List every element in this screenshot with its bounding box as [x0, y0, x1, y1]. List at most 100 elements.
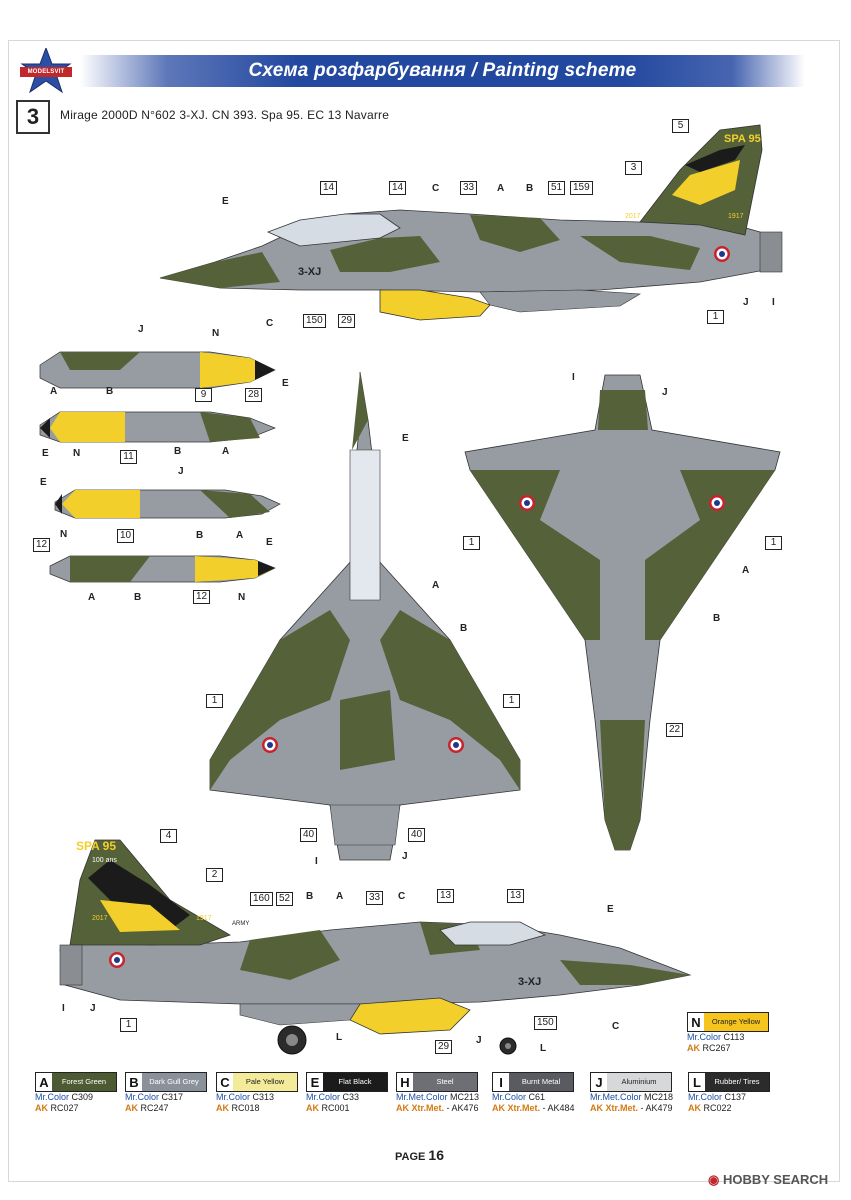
paint-name: Rubber/ Tires — [705, 1073, 769, 1091]
tank-1 — [39, 351, 276, 389]
tail-year-left: 2017 — [625, 213, 641, 220]
paint-name: Forest Green — [52, 1073, 116, 1091]
paint-ref: A — [497, 183, 505, 194]
callout-1-lower: 1 — [120, 1018, 137, 1032]
paint-ref: E — [40, 477, 47, 488]
paint-code: C137 — [722, 1092, 747, 1102]
paint-code-line: AK Xtr.Met. - AK484 — [492, 1103, 592, 1114]
callout-5: 5 — [672, 119, 689, 133]
callout-40-right: 40 — [408, 828, 426, 842]
callout-14b: 14 — [389, 181, 407, 195]
paint-code-line: AK RC247 — [125, 1103, 225, 1114]
paint-ref: I — [62, 1003, 65, 1014]
paint-brand: Mr.Color — [492, 1092, 527, 1102]
callout-33-lower: 33 — [366, 891, 384, 905]
paint-ref: A — [432, 580, 440, 591]
paint-name: Pale Yellow — [233, 1073, 297, 1091]
paint-ref: E — [402, 433, 409, 444]
callout-33: 33 — [460, 181, 478, 195]
paint-letter: E — [307, 1073, 323, 1091]
side-view-top: 3-XJ SPA 95 2017 1917 — [159, 124, 783, 321]
paint-ref: E — [266, 537, 273, 548]
paint-letter: I — [493, 1073, 509, 1091]
tank-4 — [49, 555, 276, 583]
paint-ref: C — [398, 891, 406, 902]
paint-brand: Mr.Met.Color — [396, 1092, 448, 1102]
paint-code: RC001 — [319, 1103, 350, 1113]
paint-name: Dark Gull Grey — [142, 1073, 206, 1091]
side-view-bottom: 3-XJ SPA 95 100 ans 2017 1917 ARMY — [59, 839, 692, 1055]
paint-ref: J — [662, 387, 668, 398]
paint-ref: C — [266, 318, 274, 329]
paint-ref: J — [402, 851, 408, 862]
callout-13b: 13 — [507, 889, 525, 903]
paint-code-line: Mr.Color C317 — [125, 1092, 225, 1103]
bottom-view — [464, 374, 781, 851]
paint-brand: Mr.Color — [687, 1032, 722, 1042]
callout-51: 51 — [548, 181, 566, 195]
paint-letter: L — [689, 1073, 705, 1091]
paint-ref: B — [713, 613, 721, 624]
paint-name: Steel — [413, 1073, 477, 1091]
paint-letter: C — [217, 1073, 233, 1091]
callout-1-topview-left: 1 — [206, 694, 223, 708]
callout-1-bottomview-right: 1 — [765, 536, 782, 550]
paint-code: - AK476 — [444, 1103, 479, 1113]
paint-brand: Mr.Color — [306, 1092, 341, 1102]
callout-40-left: 40 — [300, 828, 318, 842]
paint-ref: J — [476, 1035, 482, 1046]
callout-159: 159 — [570, 181, 593, 195]
paint-code-line: AK RC022 — [688, 1103, 788, 1114]
paint-ref: A — [222, 446, 230, 457]
callout-52: 52 — [276, 892, 294, 906]
watermark-text: HOBBY SEARCH — [722, 1172, 829, 1187]
modelsvit-logo: MODELSVIT — [20, 46, 72, 94]
paint-code-line: Mr.Color C313 — [216, 1092, 316, 1103]
paint-code-line: AK RC001 — [306, 1103, 406, 1114]
callout-2: 2 — [206, 868, 223, 882]
paint-ref: A — [50, 386, 58, 397]
callout-29-lower: 29 — [435, 1040, 453, 1054]
paint-code-line: Mr.Met.Color MC218 — [590, 1092, 690, 1103]
paint-code-line: Mr.Color C309 — [35, 1092, 135, 1103]
tank-2 — [39, 411, 276, 443]
paint-ref: A — [336, 891, 344, 902]
paint-code: C113 — [721, 1032, 745, 1042]
paint-code-line: Mr.Color C113 — [687, 1032, 787, 1043]
page-label: PAGE — [395, 1151, 426, 1163]
callout-28: 28 — [245, 388, 263, 402]
callout-9: 9 — [195, 388, 212, 402]
paint-ref: A — [236, 530, 244, 541]
paint-ref: B — [526, 183, 534, 194]
callout-29: 29 — [338, 314, 356, 328]
tail-year-right: 1917 — [728, 213, 744, 220]
paint-ref: J — [138, 324, 144, 335]
paint-ref: E — [282, 378, 289, 389]
callout-11: 11 — [120, 450, 137, 464]
paint-code: - AK479 — [638, 1103, 673, 1113]
paint-name: Burnt Metal — [509, 1073, 573, 1091]
paint-brand: AK — [216, 1103, 229, 1113]
paint-ref: C — [612, 1021, 620, 1032]
paint-code: - AK484 — [540, 1103, 575, 1113]
paint-code-line: Mr.Color C137 — [688, 1092, 788, 1103]
paint-code: C313 — [250, 1092, 275, 1102]
paint-letter: B — [126, 1073, 142, 1091]
tail-text-lower: SPA 95 — [76, 839, 116, 853]
paint-ref: I — [772, 297, 775, 308]
paint-name: Orange Yellow — [704, 1013, 768, 1031]
page-title: Схема розфарбування / Painting scheme — [248, 60, 637, 81]
paint-brand: AK Xtr.Met. — [590, 1103, 639, 1113]
page-border — [8, 40, 840, 1182]
callout-150: 150 — [303, 314, 326, 328]
